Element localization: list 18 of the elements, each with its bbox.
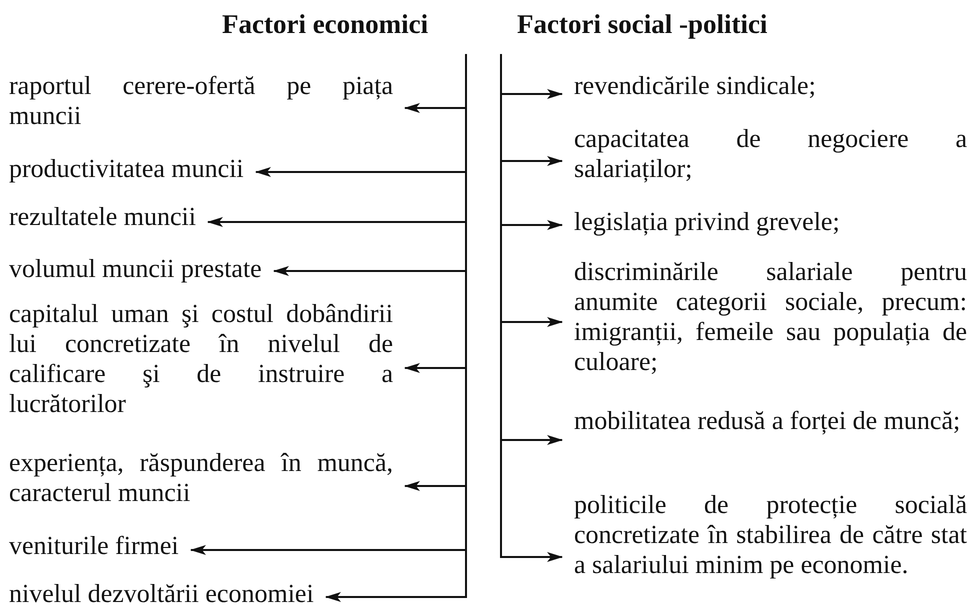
heading: Factori economici: [222, 8, 482, 56]
factor-text: capitalul uman şi costul dobândirii lui concretizate în nivelul de calificare şi de instruire a lucrătorilor: [9, 299, 405, 419]
factor-text: capacitatea de negociere a salariaților;: [562, 124, 967, 184]
factor-text: veniturile firmei: [9, 531, 191, 561]
factor-text: nivelul dezvoltării economiei: [9, 579, 326, 609]
connector-arrow: [325, 54, 467, 602]
factor-text: experiența, răspunderea în muncă, caracterul muncii: [9, 448, 405, 508]
factor-text: raportul cerere-ofertă pe piața muncii: [9, 71, 405, 131]
factor-text: revendicările sindicale;: [562, 71, 967, 101]
factor-text: productivitatea muncii: [9, 154, 256, 184]
factor-text: volumul muncii prestate: [9, 254, 274, 284]
factor-text: legislația privind grevele;: [562, 207, 967, 237]
factor-text: mobilitatea redusă a forței de muncă;: [562, 406, 967, 446]
heading: Factori social -politici: [490, 8, 790, 56]
factor-text: rezultatele muncii: [9, 202, 208, 232]
factor-text: discriminările salariale pentru anumite categorii sociale, precum: imigranții, femeile sau populația de culoare;: [562, 257, 967, 377]
connector-arrow: [500, 54, 563, 562]
factor-text: politicile de protecție socială concretizate în stabilirea de către stat a salariului minim pe economie.: [562, 490, 967, 580]
